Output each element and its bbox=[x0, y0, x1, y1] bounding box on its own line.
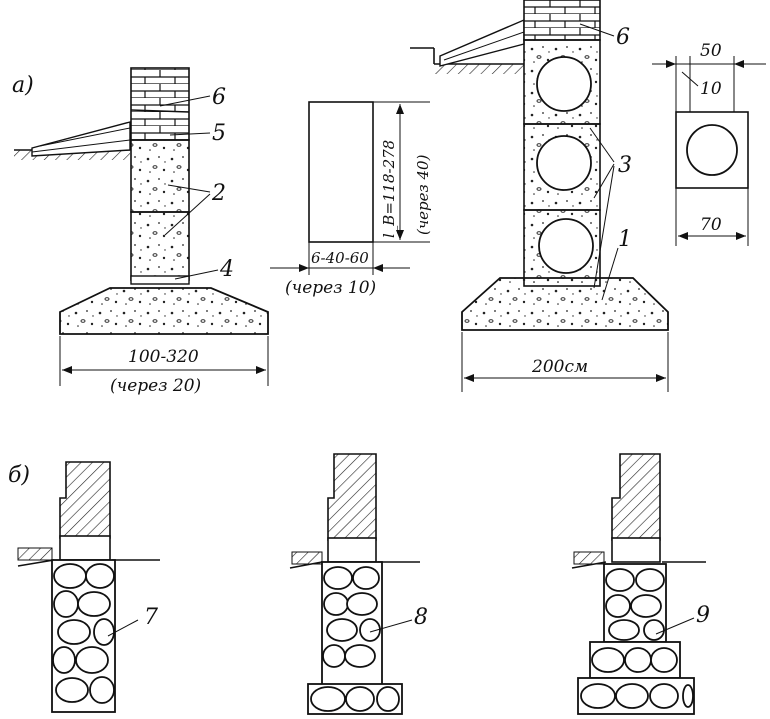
brick-wall bbox=[523, 0, 601, 41]
width-step: (через 20) bbox=[110, 376, 201, 396]
callout-9: 9 bbox=[696, 603, 710, 628]
width-dimension: 200см bbox=[531, 357, 588, 377]
dim-top: 50 bbox=[700, 41, 722, 61]
callout-2: 2 bbox=[211, 181, 226, 206]
callout-5: 5 bbox=[212, 121, 226, 146]
callout-6: 6 bbox=[212, 85, 226, 110]
hollow-block-detail: 50 10 70 bbox=[652, 41, 766, 246]
section-label-b: б) bbox=[8, 463, 30, 488]
blind-area bbox=[439, 18, 525, 67]
dim-bottom: 70 bbox=[700, 215, 722, 235]
rubble-foundation-7: 7 bbox=[17, 461, 160, 713]
fig-a2-hollow-block-foundation: 200см 6 3 1 bbox=[410, 0, 669, 392]
ground-hatch bbox=[14, 150, 130, 160]
block-height-dimension: l_B=118-278 bbox=[380, 140, 398, 238]
rubble-foundation-9: 9 bbox=[571, 453, 710, 715]
footing-pad bbox=[461, 277, 669, 331]
blind-area bbox=[31, 121, 131, 157]
block-width-dimension: 6-40-60 bbox=[311, 249, 369, 267]
footing-pad bbox=[59, 287, 269, 335]
wall-block-lower bbox=[130, 211, 190, 281]
callout-3: 3 bbox=[618, 153, 632, 178]
callout-1: 1 bbox=[618, 227, 632, 252]
block-outline bbox=[308, 101, 374, 243]
fig-a1-strip-foundation: 100-320 (через 20) 6 5 2 4 bbox=[14, 67, 269, 396]
mortar-layer bbox=[130, 275, 190, 285]
block-width-step: (через 10) bbox=[285, 278, 376, 298]
section-label-a: а) bbox=[12, 73, 34, 98]
ground-hatch bbox=[434, 64, 524, 74]
callout-7: 7 bbox=[144, 605, 158, 630]
wall-block-upper bbox=[130, 139, 190, 213]
block-height-step: (через 40) bbox=[414, 154, 432, 235]
dim-wall: 10 bbox=[700, 79, 722, 99]
brick-wall bbox=[130, 67, 190, 141]
block-detail: l_B=118-278 (через 40) 6-40-60 (через 10… bbox=[270, 101, 432, 298]
rubble-foundation-8: 8 bbox=[289, 453, 428, 715]
callout-6: 6 bbox=[616, 25, 630, 50]
callout-8: 8 bbox=[414, 605, 428, 630]
width-dimension: 100-320 bbox=[128, 347, 199, 367]
callout-4: 4 bbox=[219, 257, 234, 282]
